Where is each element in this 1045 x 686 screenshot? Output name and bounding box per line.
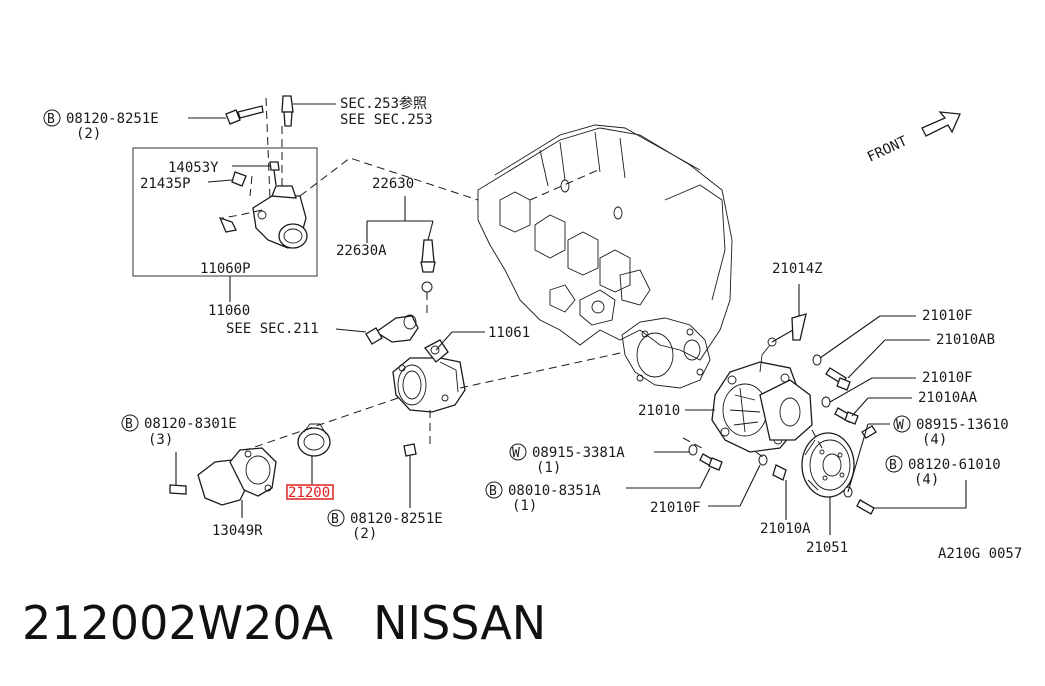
part-21010ab: 21010AB [936, 332, 995, 348]
sec-ref-jp: SEC.253参照 [340, 95, 427, 112]
part-11061: 11061 [488, 325, 530, 341]
labels: B 08120-8251E (2) SEC.253参照 SEE SEC.253 … [43, 95, 1022, 562]
part-21051: 21051 [806, 540, 848, 556]
front-arrow: FRONT [865, 111, 961, 166]
qty-7: (4) [914, 472, 939, 488]
part-21014z: 21014Z [772, 261, 823, 277]
part-21435p: 21435P [140, 176, 191, 192]
part-08120-8251e-bottom: 08120-8251E [350, 511, 443, 527]
part-14053y: 14053Y [168, 160, 219, 176]
qty-5: (1) [512, 498, 537, 514]
part-11060p: 11060P [200, 261, 251, 277]
footer-brand: NISSAN [373, 596, 547, 650]
footer-part-number: 212002W20A [22, 596, 334, 650]
housing-bottom-bolt [403, 443, 417, 508]
thermostat [297, 423, 331, 484]
part-22630: 22630 [372, 176, 414, 192]
part-11060: 11060 [208, 303, 250, 319]
bolt-prefix-3: B [331, 512, 339, 527]
hose-fitting-211 [365, 314, 419, 345]
water-inlet [169, 447, 277, 518]
part-08120-8301e: 08120-8301E [144, 416, 237, 432]
sensor-21014z [771, 284, 807, 343]
engine-block [477, 124, 733, 389]
part-08010-8351a: 08010-8351A [508, 483, 601, 499]
part-21010aa: 21010AA [918, 390, 978, 406]
qty-3: (2) [352, 526, 377, 542]
part-21010a: 21010A [760, 521, 811, 537]
qty-6: (4) [922, 432, 947, 448]
bolt-prefix-5: B [889, 458, 897, 473]
top-bolt [225, 105, 264, 125]
leader-lines [188, 97, 967, 535]
qty-4: (1) [536, 460, 561, 476]
part-08120-8251e-top: 08120-8251E [66, 111, 159, 127]
bolt-prefix-4: B [489, 484, 497, 499]
qty-1: (2) [76, 126, 101, 142]
bolt-prefix-1: B [47, 112, 55, 127]
part-21010: 21010 [638, 403, 680, 419]
see-sec-253: SEE SEC.253 [340, 112, 433, 128]
part-13049r: 13049R [212, 523, 263, 539]
see-sec-211: SEE SEC.211 [226, 321, 319, 337]
thermostat-housing [392, 339, 466, 413]
part-21010f-3: 21010F [650, 500, 701, 516]
part-08915-3381a: 08915-3381A [532, 445, 625, 461]
sensor-22630a [420, 239, 436, 293]
water-outlet-box [132, 147, 318, 277]
pump-pulley [801, 432, 855, 498]
qty-2: (3) [148, 432, 173, 448]
bolt-prefix-2: B [125, 417, 133, 432]
part-21200: 21200 [288, 485, 330, 501]
highlight-box-21200 [286, 484, 334, 500]
sensor-sec253 [281, 95, 294, 127]
diagram-code: A210G 0057 [938, 546, 1022, 562]
water-pump [711, 337, 813, 453]
part-08915-13610: 08915-13610 [916, 417, 1009, 433]
front-label: FRONT [865, 133, 910, 166]
part-22630a: 22630A [336, 243, 387, 259]
washer-prefix-2: W [896, 418, 904, 433]
part-08120-61010: 08120-61010 [908, 457, 1001, 473]
washer-prefix-1: W [512, 446, 520, 461]
footer-caption: 212002W20A NISSAN [22, 596, 586, 650]
part-21010f-1: 21010F [922, 308, 973, 324]
pump-fasteners [688, 354, 877, 515]
part-21010f-2: 21010F [922, 370, 973, 386]
